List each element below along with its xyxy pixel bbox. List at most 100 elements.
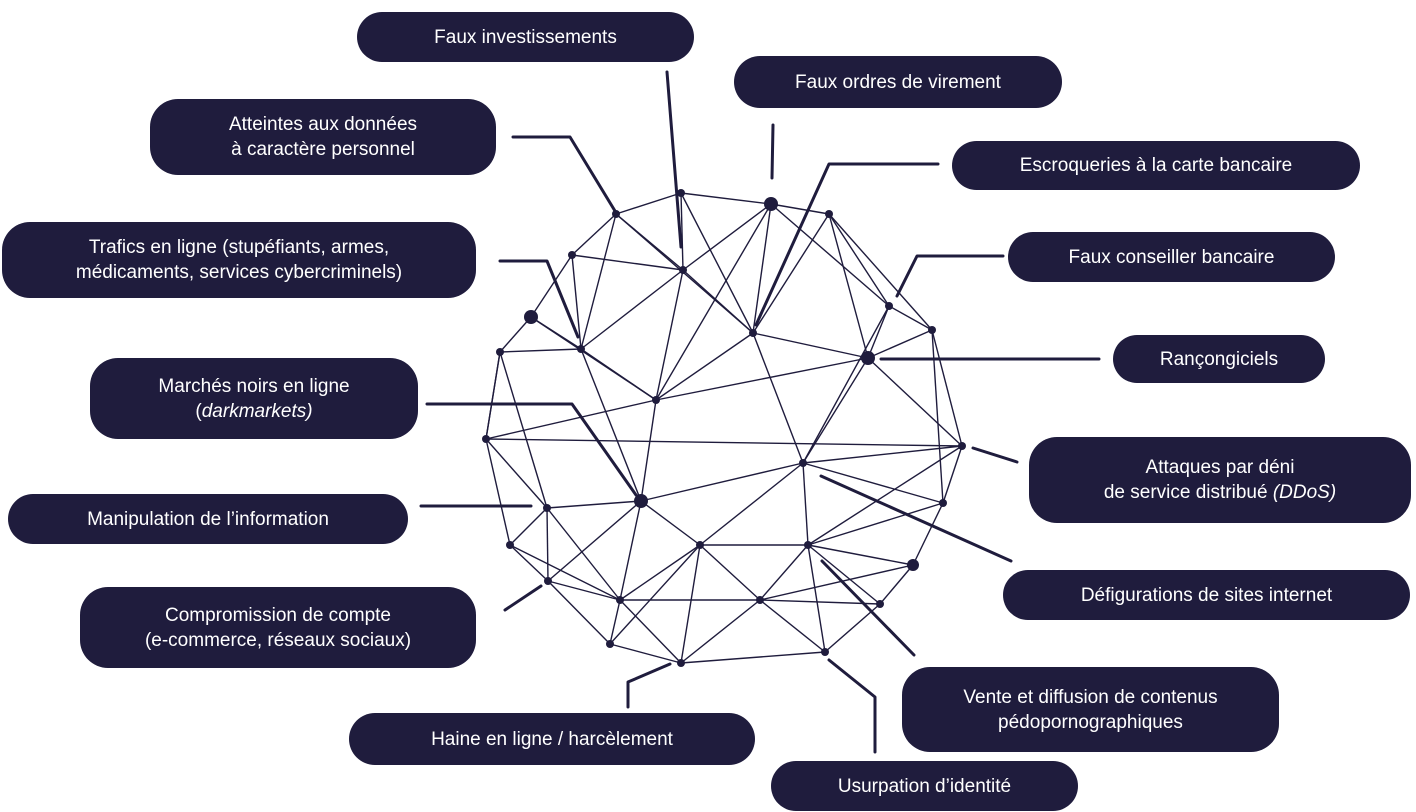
label-atteintes-donnees: Atteintes aux données à caractère person…	[150, 99, 496, 175]
sphere-edge	[499, 316, 532, 353]
sphere-node	[652, 396, 660, 404]
sphere-edge	[655, 203, 772, 401]
connector-haine	[626, 662, 672, 709]
sphere-edge	[571, 254, 582, 350]
sphere-edge	[546, 507, 549, 582]
sphere-edge	[879, 564, 914, 605]
sphere-node	[885, 302, 893, 310]
sphere-edge	[680, 599, 761, 664]
sphere-edge	[828, 213, 869, 359]
sphere-edge	[619, 599, 682, 664]
label-manipulation-information: Manipulation de l’information	[8, 494, 408, 544]
connector-usurpation	[827, 658, 877, 754]
sphere-edge	[680, 544, 701, 664]
sphere-edge	[802, 462, 809, 546]
sphere-edge	[752, 203, 772, 334]
sphere-edge	[802, 445, 963, 464]
sphere-node	[506, 541, 514, 549]
sphere-edge	[547, 580, 611, 645]
sphere-node	[861, 351, 875, 365]
label-compromission-compte: Compromission de compte (e-commerce, rés…	[80, 587, 476, 668]
sphere-node	[749, 329, 757, 337]
sphere-edge	[828, 213, 933, 331]
sphere-edge	[699, 462, 804, 546]
sphere-node	[764, 197, 778, 211]
sphere-edge	[680, 651, 826, 664]
sphere-edge	[682, 203, 772, 271]
sphere-edge	[828, 213, 890, 307]
sphere-edge	[485, 438, 963, 447]
connector-faux-investissements	[665, 70, 683, 249]
sphere-edge	[655, 332, 754, 401]
connector-atteintes	[511, 135, 617, 213]
connector-vente	[820, 559, 916, 657]
sphere-edge	[580, 348, 642, 502]
sphere-edge	[615, 192, 682, 215]
sphere-node	[496, 348, 504, 356]
sphere-edge	[759, 599, 826, 653]
sphere-edge	[571, 254, 684, 271]
sphere-edge	[867, 329, 933, 359]
sphere-edge	[931, 329, 944, 504]
sphere-edge	[499, 351, 548, 509]
connector-lines	[419, 70, 1101, 754]
sphere-edge	[499, 348, 582, 353]
sphere-edge	[680, 192, 754, 334]
label-usurpation-identite: Usurpation d’identité	[771, 761, 1078, 811]
sphere-node	[928, 326, 936, 334]
label-marches-noirs: Marchés noirs en ligne (darkmarkets)	[90, 358, 418, 439]
sphere-node	[568, 251, 576, 259]
label-rancongiciels: Rançongiciels	[1113, 335, 1325, 383]
sphere-edge	[485, 438, 548, 509]
sphere-edge	[867, 305, 890, 359]
sphere-edge	[609, 643, 682, 664]
sphere-edge	[807, 445, 963, 546]
sphere-edge	[802, 462, 944, 504]
label-faux-conseiller-bancaire: Faux conseiller bancaire	[1008, 232, 1335, 282]
connector-faux-ordres	[770, 123, 775, 180]
sphere-edge	[752, 213, 830, 334]
sphere-edge	[609, 544, 701, 645]
sphere-edge	[655, 269, 684, 401]
sphere-edge	[770, 203, 830, 215]
sphere-node	[799, 459, 807, 467]
sphere-node	[958, 442, 966, 450]
sphere-edge	[609, 599, 621, 645]
sphere-edge	[571, 213, 617, 256]
sphere-edge	[807, 544, 826, 653]
sphere-edge	[680, 192, 772, 205]
sphere-edge	[530, 316, 657, 401]
sphere-edge	[580, 269, 684, 350]
sphere-edge	[759, 544, 809, 601]
sphere-edge	[802, 357, 869, 464]
sphere-edge	[530, 254, 573, 318]
sphere-node	[756, 596, 764, 604]
network-sphere	[485, 192, 963, 664]
sphere-edge	[759, 599, 881, 605]
sphere-edge	[802, 305, 890, 464]
sphere-node	[907, 559, 919, 571]
connector-marches	[425, 402, 638, 497]
sphere-edge	[546, 500, 642, 509]
sphere-node	[543, 504, 551, 512]
sphere-edge	[547, 500, 642, 582]
sphere-node	[606, 640, 614, 648]
label-trafics-en-ligne: Trafics en ligne (stupéfiants, armes, mé…	[2, 222, 476, 298]
network-nodes	[482, 189, 966, 667]
sphere-node	[677, 189, 685, 197]
sphere-edge	[619, 500, 642, 601]
sphere-edge	[547, 580, 621, 601]
label-haine-en-ligne: Haine en ligne / harcèlement	[349, 713, 755, 765]
sphere-edge	[619, 544, 701, 601]
sphere-node	[544, 577, 552, 585]
connector-compromission	[503, 584, 543, 612]
sphere-edge	[640, 399, 657, 502]
sphere-edge	[770, 203, 890, 307]
label-attaques-ddos: Attaques par déni de service distribué (…	[1029, 437, 1411, 523]
label-faux-ordres-de-virement: Faux ordres de virement	[734, 56, 1062, 108]
sphere-edge	[655, 357, 869, 401]
sphere-edge	[680, 192, 684, 271]
sphere-edge	[699, 544, 761, 601]
sphere-node	[876, 600, 884, 608]
label-escroqueries-carte-bancaire: Escroqueries à la carte bancaire	[952, 141, 1360, 190]
